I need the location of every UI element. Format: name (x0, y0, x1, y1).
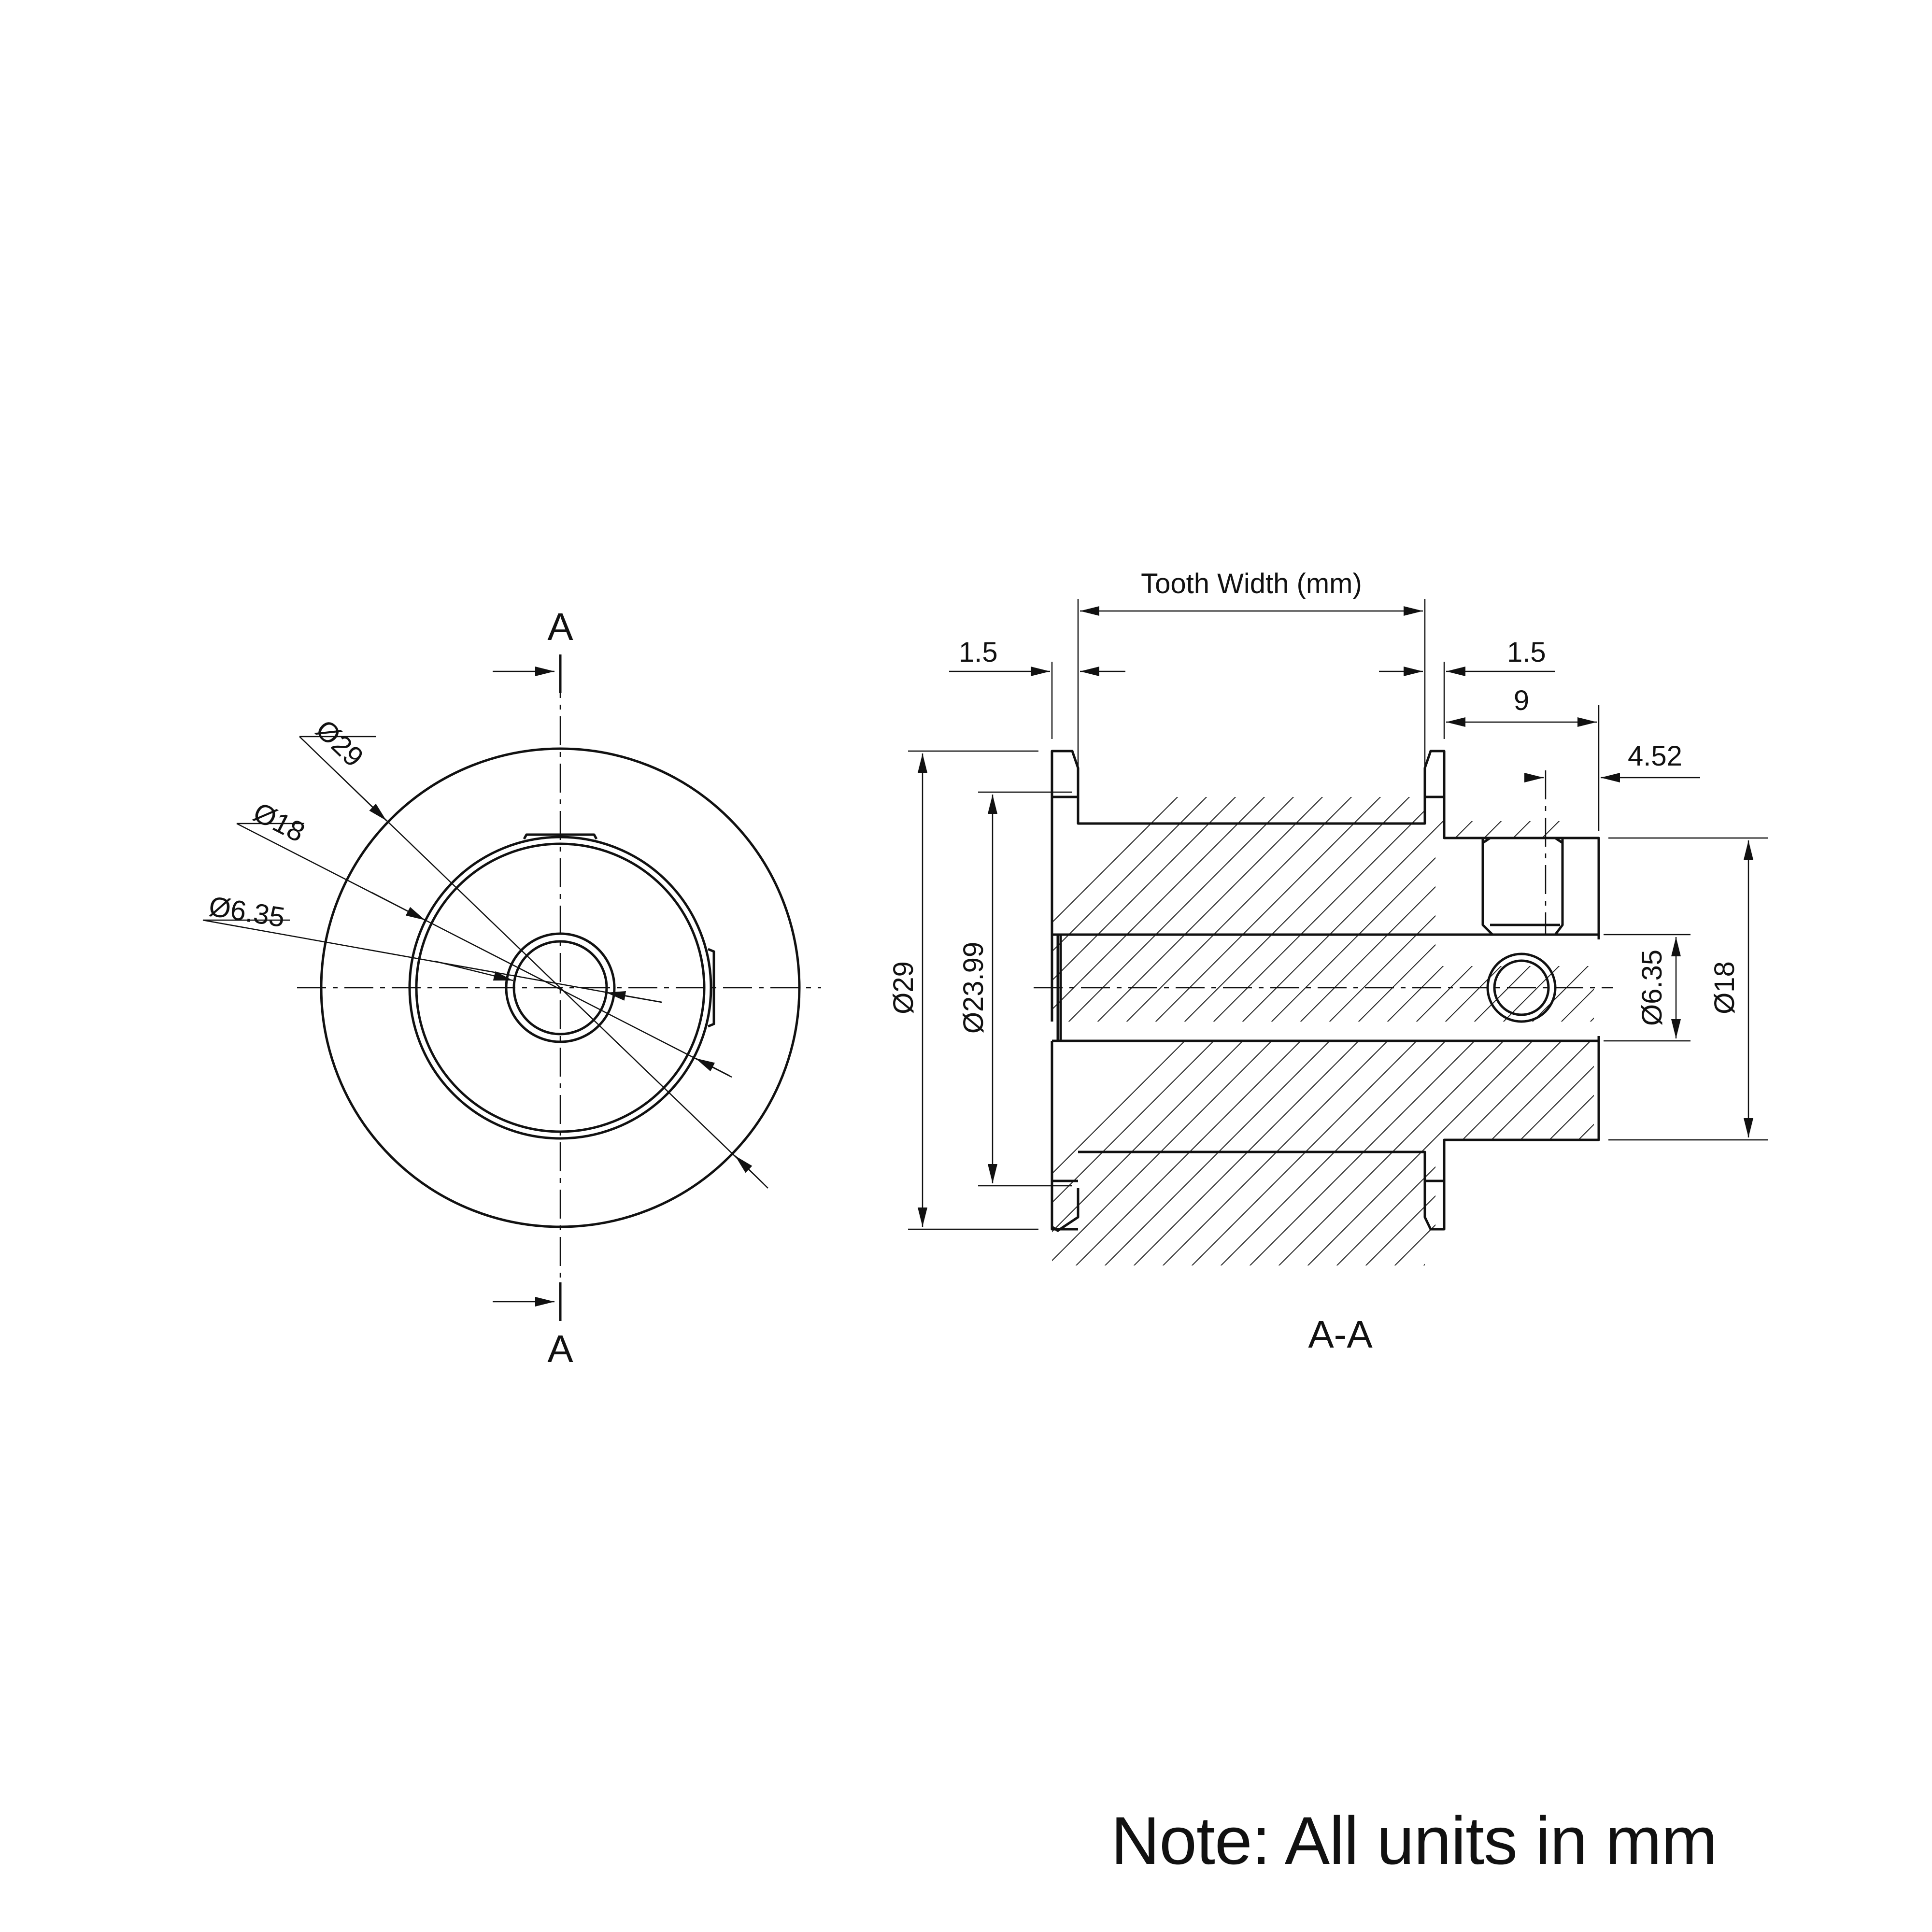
leader-hub-diameter: Ø18 (236, 796, 732, 1078)
section-outline-bottom-right (1078, 1036, 1600, 1231)
setscrew-position-label: 4.52 (1628, 740, 1682, 772)
tooth-width-label: Tooth Width (mm) (1141, 568, 1362, 599)
dim-setscrew-position: 4.52 (1524, 740, 1700, 782)
section-bore-label: Ø6.35 (1636, 950, 1668, 1026)
bore-circle-inner (512, 940, 608, 1036)
dim-tooth-width: Tooth Width (mm) (1077, 568, 1426, 768)
section-hub-label: Ø18 (1709, 961, 1740, 1014)
section-outline-bottom-left (1051, 1041, 1078, 1231)
bore-circle-outer (505, 932, 616, 1043)
dim-section-hub: Ø18 (1608, 837, 1768, 1141)
section-view: Tooth Width (mm) 1.5 1.5 9 4.52 (888, 568, 1768, 1356)
set-screw-chamfer (1482, 837, 1563, 844)
set-screw-hole (1481, 838, 1564, 936)
section-outer-label: Ø29 (888, 961, 919, 1014)
dim-section-bore: Ø6.35 (1604, 934, 1690, 1042)
units-note: Note: All units in mm (1111, 1803, 1718, 1878)
section-pitch-label: Ø23.99 (958, 942, 989, 1034)
section-outline-top (1051, 750, 1600, 1022)
hub-length-label: 9 (1514, 685, 1529, 716)
front-dim-hub: Ø18 (248, 796, 310, 849)
outer-flange-circle (320, 747, 801, 1228)
set-screw-cross-hole-inner (1493, 959, 1550, 1016)
section-letter-top: A (547, 605, 573, 648)
set-screw-flat-right (708, 948, 715, 1028)
section-marker-bottom: A (493, 1282, 573, 1370)
flange-left-bottom (1051, 1188, 1080, 1232)
set-screw-flat-top (523, 833, 598, 840)
hatch-bottom (1052, 1041, 1594, 1265)
section-letter-bottom: A (547, 1327, 573, 1370)
dim-flange-right: 1.5 (1379, 637, 1555, 739)
flange-right-label: 1.5 (1507, 637, 1546, 668)
front-view: A A Ø29 Ø18 Ø6.35 (202, 605, 821, 1370)
section-view-label: A-A (1308, 1313, 1373, 1356)
hub-chamfer-circle (415, 842, 706, 1133)
flange-left-label: 1.5 (959, 637, 998, 668)
hub-circle (408, 836, 712, 1140)
dim-hub-length: 9 (1446, 685, 1600, 831)
front-dim-bore: Ø6.35 (207, 891, 287, 934)
section-marker-top: A (493, 605, 573, 693)
dim-section-pitch: Ø23.99 (958, 791, 1072, 1187)
dim-flange-left: 1.5 (949, 637, 1125, 739)
dim-section-outer: Ø29 (888, 750, 1038, 1230)
front-dim-outer: Ø29 (310, 714, 369, 773)
